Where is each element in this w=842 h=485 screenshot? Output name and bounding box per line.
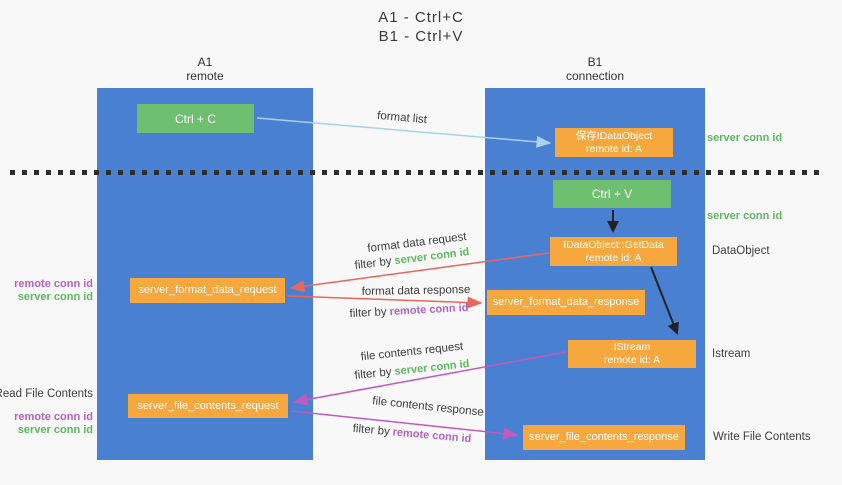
title-line-2: B1 - Ctrl+V xyxy=(378,28,464,45)
save-idataobject-line2: remote id: A xyxy=(585,142,643,155)
write-file-contents-annotation: Write File Contents xyxy=(713,431,811,443)
column-b1-name: B1 xyxy=(587,55,603,69)
node-save-idataobject: 保存IDataObject remote id: A xyxy=(555,128,673,157)
column-a1-header: A1 remote xyxy=(125,55,285,83)
column-b1-subtitle: connection xyxy=(565,69,625,83)
save-idataobject-line1: 保存IDataObject xyxy=(575,129,653,142)
server-conn-id-text: server conn id xyxy=(393,358,470,378)
format-list-label: format list xyxy=(376,109,428,127)
column-a1-name: A1 xyxy=(197,55,213,69)
filter-by-text: filter by xyxy=(354,366,393,382)
node-istream: IStream remote id: A xyxy=(568,340,696,368)
istream-annotation: Istream xyxy=(712,348,751,360)
remote-conn-id-annotation-bottom: remote conn id xyxy=(14,411,93,423)
node-idataobject-getdata: IDataObject::GetData remote id: A xyxy=(550,237,677,266)
server-file-contents-response-label: server_file_contents_response xyxy=(529,431,679,443)
server-conn-id-annotation-bottom: server conn id xyxy=(17,424,93,436)
diagram-title: A1 - Ctrl+C B1 - Ctrl+V xyxy=(0,8,842,46)
title-line-1: A1 - Ctrl+C xyxy=(378,9,464,26)
column-a1-subtitle: remote xyxy=(186,69,224,83)
ctrl-v-label: Ctrl + V xyxy=(591,187,633,201)
format-data-response-label: format data response xyxy=(361,284,471,298)
istream-line2: remote id: A xyxy=(603,354,661,366)
istream-line1: IStream xyxy=(613,341,651,353)
remote-conn-id-text: remote conn id xyxy=(389,301,469,319)
server-format-data-request-label: server_format_data_request xyxy=(138,284,277,296)
remote-conn-id-text: remote conn id xyxy=(392,426,472,446)
server-file-contents-request-label: server_file_contents_request xyxy=(137,399,279,412)
node-ctrl-v: Ctrl + V xyxy=(553,180,671,208)
node-server-format-data-request: server_format_data_request xyxy=(130,278,285,303)
dotted-divider xyxy=(10,170,826,175)
filter-by-text: filter by xyxy=(352,422,391,439)
server-conn-id-annotation-top: server conn id xyxy=(707,132,783,144)
filter-by-text: filter by xyxy=(354,255,393,272)
column-b1-header: B1 connection xyxy=(515,55,675,83)
getdata-line2: remote id: A xyxy=(585,251,642,264)
server-format-data-response-label: server_format_data_response xyxy=(492,296,640,308)
node-ctrl-c: Ctrl + C xyxy=(137,104,254,133)
node-server-file-contents-response: server_file_contents_response xyxy=(523,425,685,450)
ctrl-c-label: Ctrl + C xyxy=(174,111,216,126)
filter-by-text: filter by xyxy=(349,306,387,321)
server-conn-id-annotation-mid: server conn id xyxy=(707,210,783,222)
node-server-file-contents-request: server_file_contents_request xyxy=(128,394,288,418)
dataobject-annotation: DataObject xyxy=(712,245,770,257)
server-conn-id-annotation-left: server conn id xyxy=(17,291,93,303)
node-server-format-data-response: server_format_data_response xyxy=(487,290,645,315)
getdata-line1: IDataObject::GetData xyxy=(563,238,664,251)
remote-conn-id-annotation-mid: remote conn id xyxy=(14,278,93,290)
read-file-contents-annotation: Read File Contents xyxy=(0,388,93,400)
